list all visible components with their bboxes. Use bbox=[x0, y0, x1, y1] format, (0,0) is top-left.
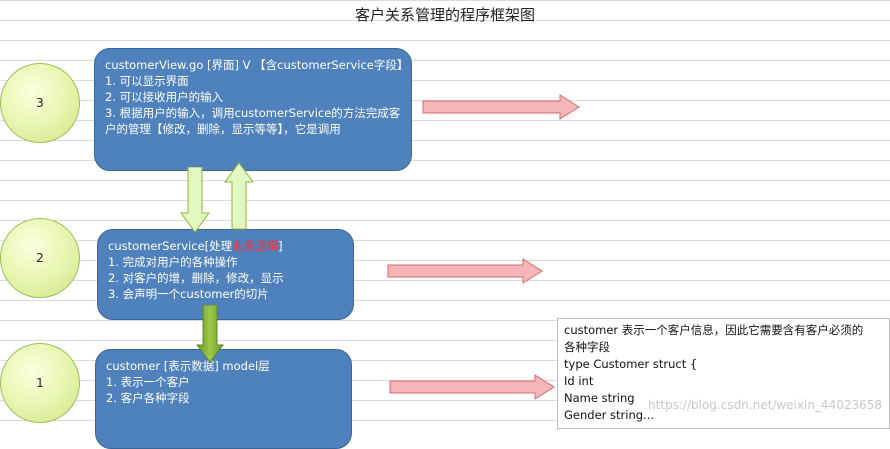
down-arrow-view-to-service bbox=[180, 167, 210, 233]
model-box-line-2: 2. 客户各种字段 bbox=[106, 391, 190, 405]
circle-label: 1 bbox=[36, 376, 44, 390]
service-header-highlight: 业务逻辑 bbox=[232, 239, 279, 253]
note-line-4: Id int bbox=[564, 374, 594, 388]
watermark: https://blog.csdn.net/weixin_44023658 bbox=[648, 398, 883, 412]
service-box-line-3: 3. 会声明一个customer的切片 bbox=[108, 287, 269, 301]
right-arrow-view bbox=[422, 94, 580, 120]
service-header-post: ] bbox=[278, 239, 283, 253]
view-box-line-1: 1. 可以显示界面 bbox=[105, 74, 189, 88]
note-line-3: type Customer struct { bbox=[564, 357, 698, 371]
note-line-2: 各种字段 bbox=[564, 340, 610, 354]
customer-struct-note: customer 表示一个客户信息，因此它需要含有客户必须的 各种字段 type… bbox=[557, 318, 890, 429]
customer-model-box: customer [表示数据] model层 1. 表示一个客户 2. 客户各种… bbox=[95, 349, 352, 449]
right-arrow-model bbox=[389, 374, 555, 400]
customer-service-box: customerService[处理业务逻辑] 1. 完成对用户的各种操作 2.… bbox=[97, 229, 354, 320]
model-box-line-1: 1. 表示一个客户 bbox=[106, 375, 190, 389]
circle-label: 2 bbox=[36, 251, 44, 265]
service-box-line-2: 2. 对客户的增，删除，修改，显示 bbox=[108, 271, 284, 285]
service-box-line-1: 1. 完成对用户的各种操作 bbox=[108, 255, 238, 269]
circle-label: 3 bbox=[36, 96, 44, 110]
layer-circle-1: 1 bbox=[0, 343, 80, 423]
layer-circle-2: 2 bbox=[0, 218, 80, 298]
view-box-line-2: 2. 可以接收用户的输入 bbox=[105, 90, 224, 104]
view-box-header: customerView.go [界面] V 【含customerService… bbox=[105, 58, 409, 72]
note-line-6: Gender string... bbox=[564, 408, 655, 422]
customer-view-box: customerView.go [界面] V 【含customerService… bbox=[94, 48, 412, 171]
layer-circle-3: 3 bbox=[0, 63, 80, 143]
note-line-1: customer 表示一个客户信息，因此它需要含有客户必须的 bbox=[564, 323, 864, 337]
down-arrow-service-to-model bbox=[196, 305, 224, 363]
service-box-header: customerService[处理业务逻辑] bbox=[108, 238, 343, 254]
service-header-pre: customerService[处理 bbox=[108, 239, 233, 253]
note-line-5: Name string bbox=[564, 391, 635, 405]
up-arrow-service-to-view bbox=[224, 162, 254, 230]
view-box-line-3: 3. 根据用户的输入，调用customerService的方法完成客户的管理【修… bbox=[105, 106, 401, 136]
model-box-header: customer [表示数据] model层 bbox=[106, 359, 270, 373]
diagram-title: 客户关系管理的程序框架图 bbox=[354, 6, 535, 24]
right-arrow-service bbox=[387, 258, 543, 284]
